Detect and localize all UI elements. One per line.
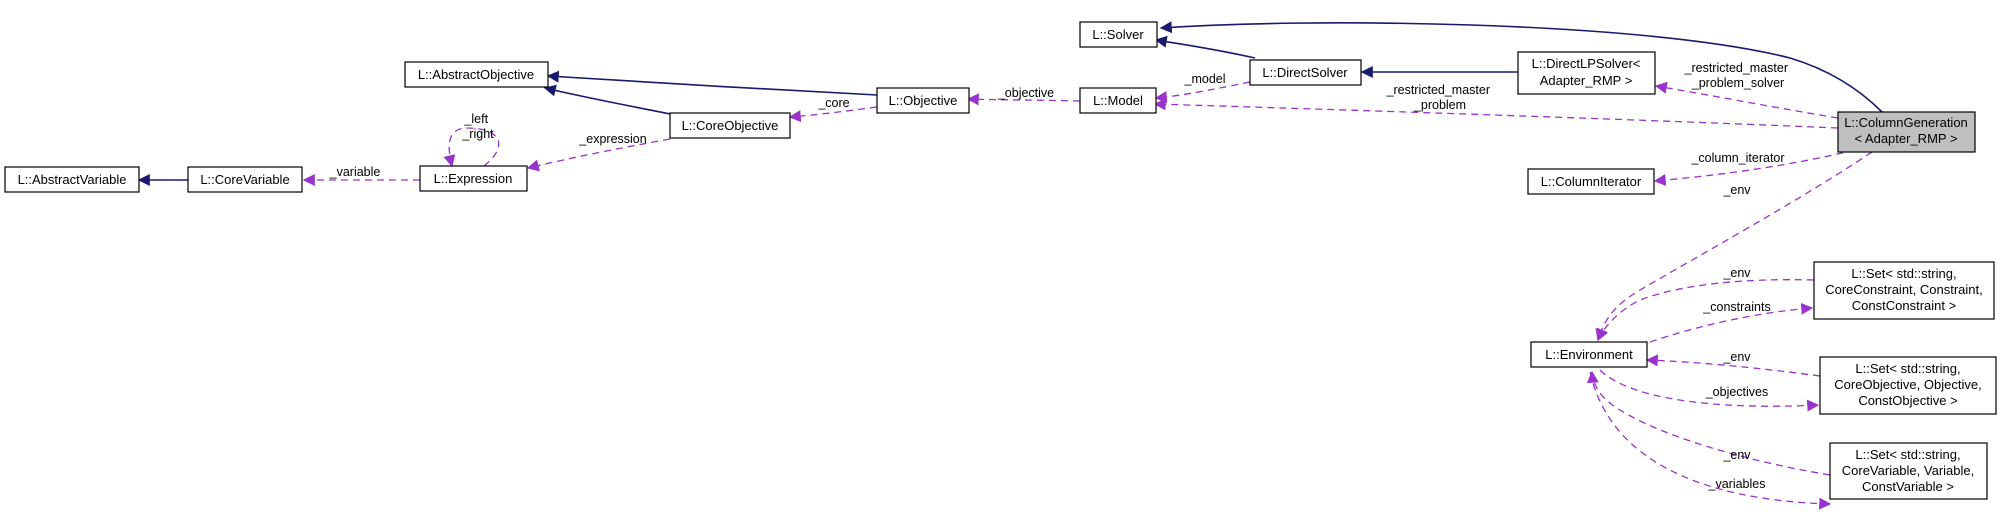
label-model: _model <box>1184 72 1226 86</box>
svg-text:L::Set< std::string,: L::Set< std::string, <box>1855 361 1960 376</box>
node-environment[interactable]: L::Environment <box>1530 341 1648 368</box>
edge-environment-setconstraint <box>1649 302 1814 343</box>
label-env-cg: _env <box>1722 183 1751 197</box>
label-objective: _objective <box>997 86 1054 100</box>
label-left-right: _left _right <box>461 112 494 141</box>
node-solver[interactable]: L::Solver <box>1079 21 1158 48</box>
edge-model-objective <box>966 93 1081 106</box>
edge-objective-abstractobjective <box>546 70 878 96</box>
label-restricted-master-problem-solver: _restricted_master _problem_solver <box>1684 61 1792 90</box>
label-variables: _variables <box>1708 477 1766 491</box>
edge-cg-columniterator <box>1653 149 1856 186</box>
edge-setvariable-environment <box>1586 370 1831 476</box>
node-set-variable[interactable]: L::Set< std::string, CoreVariable, Varia… <box>1829 442 1988 500</box>
label-variable: _variable <box>329 165 381 179</box>
svg-text:L::Objective: L::Objective <box>889 93 958 108</box>
svg-text:L::AbstractVariable: L::AbstractVariable <box>18 172 127 187</box>
svg-text:CoreVariable, Variable,: CoreVariable, Variable, <box>1842 463 1974 478</box>
svg-text:L::DirectSolver: L::DirectSolver <box>1262 65 1348 80</box>
edge-objective-coreobjective <box>788 106 878 123</box>
svg-text:L::AbstractObjective: L::AbstractObjective <box>418 67 534 82</box>
label-expression: _expression <box>578 132 646 146</box>
edge-setobjective-environment <box>1645 354 1821 377</box>
label-column-iterator: _column_iterator <box>1690 151 1784 165</box>
label-env-constraint: _env <box>1722 266 1751 280</box>
node-abstract-variable[interactable]: L::AbstractVariable <box>4 166 140 193</box>
svg-text:L::Environment: L::Environment <box>1545 347 1633 362</box>
edge-cg-model <box>1153 98 1839 129</box>
node-objective[interactable]: L::Objective <box>876 87 970 114</box>
edge-coreobjective-expression <box>526 138 671 172</box>
node-set-constraint[interactable]: L::Set< std::string, CoreConstraint, Con… <box>1813 261 1995 320</box>
svg-text:L::CoreObjective: L::CoreObjective <box>682 118 779 133</box>
svg-text:< Adapter_RMP >: < Adapter_RMP > <box>1854 131 1957 146</box>
node-core-objective[interactable]: L::CoreObjective <box>669 112 791 139</box>
edge-directsolver-solver <box>1154 35 1256 59</box>
svg-text:L::Set< std::string,: L::Set< std::string, <box>1851 266 1956 281</box>
node-expression[interactable]: L::Expression <box>419 165 528 192</box>
node-direct-lp-solver[interactable]: L::DirectLPSolver< Adapter_RMP > <box>1517 51 1656 95</box>
label-objectives: _objectives <box>1705 385 1769 399</box>
svg-text:L::Set< std::string,: L::Set< std::string, <box>1855 447 1960 462</box>
inheritance-edges <box>137 21 1883 186</box>
svg-text:L::DirectLPSolver<: L::DirectLPSolver< <box>1532 56 1641 71</box>
svg-text:L::Model: L::Model <box>1093 93 1143 108</box>
node-set-objective[interactable]: L::Set< std::string, CoreObjective, Obje… <box>1819 356 1997 415</box>
svg-text:L::Expression: L::Expression <box>434 171 513 186</box>
svg-text:ConstVariable >: ConstVariable > <box>1862 479 1954 494</box>
svg-text:Adapter_RMP >: Adapter_RMP > <box>1540 73 1633 88</box>
label-restricted-master-problem: _restricted_master _problem <box>1386 83 1494 112</box>
edge-labels: _restricted_master _problem_solver _rest… <box>329 61 1792 491</box>
svg-text:CoreConstraint, Constraint,: CoreConstraint, Constraint, <box>1825 282 1983 297</box>
node-model[interactable]: L::Model <box>1079 87 1157 114</box>
svg-text:L::ColumnIterator: L::ColumnIterator <box>1541 174 1642 189</box>
label-constraints: _constraints <box>1702 300 1770 314</box>
edge-setconstraint-environment <box>1597 279 1815 342</box>
node-column-iterator[interactable]: L::ColumnIterator <box>1527 168 1655 195</box>
svg-text:L::CoreVariable: L::CoreVariable <box>200 172 289 187</box>
edge-cg-directlpsolver <box>1654 81 1839 119</box>
svg-text:CoreObjective, Objective,: CoreObjective, Objective, <box>1834 377 1981 392</box>
label-env-objective: _env <box>1722 350 1751 364</box>
node-direct-solver[interactable]: L::DirectSolver <box>1249 59 1362 86</box>
node-abstract-objective[interactable]: L::AbstractObjective <box>404 61 549 88</box>
label-env-variable: _env <box>1722 448 1751 462</box>
edge-directsolver-model <box>1154 81 1251 104</box>
edge-expression-self <box>443 127 500 168</box>
svg-text:ConstObjective >: ConstObjective > <box>1858 393 1957 408</box>
node-core-variable[interactable]: L::CoreVariable <box>187 166 303 193</box>
label-core: _core <box>817 96 849 110</box>
edge-cg-environment <box>1595 151 1873 342</box>
edge-environment-setobjective <box>1599 369 1820 412</box>
usage-edges <box>302 81 1873 510</box>
class-nodes: L::Solver L::DirectSolver L::DirectLPSol… <box>4 21 1997 500</box>
svg-text:L::ColumnGeneration: L::ColumnGeneration <box>1844 115 1968 130</box>
svg-text:ConstConstraint >: ConstConstraint > <box>1852 298 1956 313</box>
edge-columngeneration-solver <box>1159 21 1883 113</box>
edge-coreobjective-abstractobjective <box>543 84 671 115</box>
svg-text:L::Solver: L::Solver <box>1092 27 1144 42</box>
node-column-generation[interactable]: L::ColumnGeneration < Adapter_RMP > <box>1837 111 1976 153</box>
